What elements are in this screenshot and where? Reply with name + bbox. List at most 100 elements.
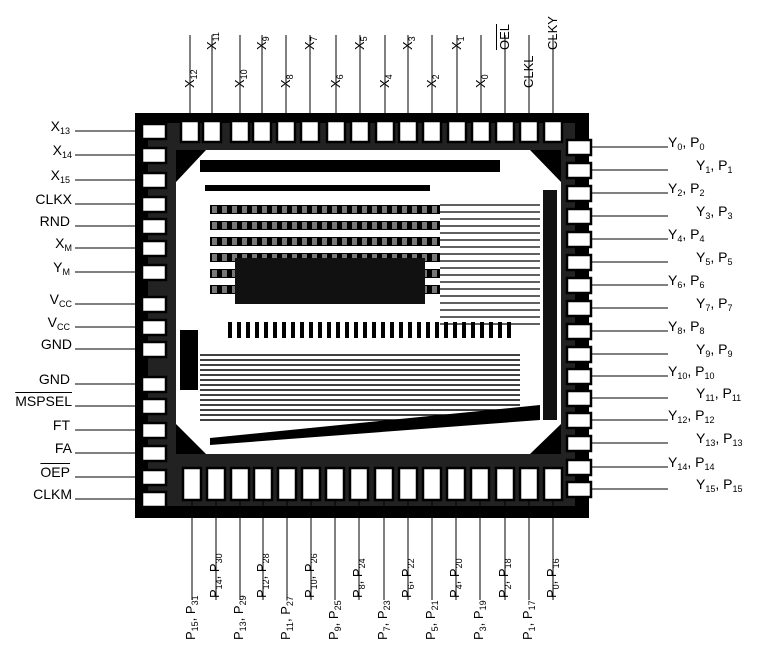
array-block [235, 258, 425, 304]
pin-label-bottom: P11, P27 [278, 596, 295, 640]
array-cell [392, 254, 397, 261]
array-cell [432, 238, 437, 245]
pin-label-top: X2 [424, 74, 441, 88]
bond-pad [565, 184, 593, 203]
array-cell [222, 286, 227, 293]
pin-label-left: YM [53, 259, 70, 277]
array-cell [412, 222, 417, 229]
array-cell [212, 254, 217, 261]
corner-bus-br [530, 424, 561, 454]
bond-pad [565, 411, 593, 430]
bond-pad [179, 119, 201, 144]
pin-label-left: CLKM [33, 486, 72, 502]
register-cell [309, 322, 313, 338]
pin-label-right: Y0, P0 [668, 134, 705, 152]
bond-pad [140, 171, 168, 190]
array-cell [212, 270, 217, 277]
pin-label-right: Y3, P3 [696, 203, 733, 221]
array-cell [282, 254, 287, 261]
array-cell [392, 222, 397, 229]
array-cell [242, 206, 247, 213]
array-cell [322, 254, 327, 261]
register-cell [390, 322, 394, 338]
array-cell [242, 254, 247, 261]
register-cell [417, 322, 421, 338]
register-cell [327, 322, 331, 338]
bond-pad [229, 466, 251, 502]
array-cell [362, 254, 367, 261]
right-driver [543, 190, 557, 420]
bond-pad [565, 367, 593, 386]
pin-label-top: X8 [278, 74, 295, 88]
bond-pad [140, 490, 168, 509]
array-cell [402, 254, 407, 261]
bond-pad [565, 480, 593, 499]
register-cell [264, 322, 268, 338]
bond-pad [324, 466, 346, 502]
bond-pad [542, 119, 564, 144]
bond-pad [140, 295, 168, 314]
pin-label-left: MSPSEL [15, 393, 72, 409]
array-cell [432, 254, 437, 261]
array-cell [272, 254, 277, 261]
pin-label-top: OEL [497, 23, 512, 50]
array-cell [302, 206, 307, 213]
pin-label-bottom: P9, P25 [326, 600, 343, 640]
corner-bus-bl [176, 424, 206, 454]
register-cell [300, 322, 304, 338]
array-cell [282, 222, 287, 229]
register-cell [507, 322, 511, 338]
pin-label-left: CLKX [35, 191, 72, 207]
corner-bus-tr [530, 150, 561, 182]
bond-pad [469, 466, 491, 502]
array-cell [242, 222, 247, 229]
register-cell [345, 322, 349, 338]
register-cell [291, 322, 295, 338]
array-cell [382, 238, 387, 245]
array-cell [252, 222, 257, 229]
array-cell [222, 254, 227, 261]
array-cell [362, 222, 367, 229]
register-cell [480, 322, 484, 338]
array-cell [292, 254, 297, 261]
pin-label-left: GND [40, 336, 72, 352]
array-cell [412, 238, 417, 245]
pin-label-bottom: P2, P18 [496, 558, 513, 598]
register-cell [228, 322, 232, 338]
bond-pad [494, 466, 516, 502]
bond-pad [565, 161, 593, 180]
array-cell [322, 222, 327, 229]
array-cell [232, 206, 237, 213]
pin-label-top: X0 [473, 74, 490, 88]
array-cell [302, 238, 307, 245]
pin-label-left: GND [38, 371, 70, 387]
pin-label-left: XM [55, 235, 72, 253]
pin-label-right: Y9, P9 [696, 341, 733, 359]
array-cell [332, 222, 337, 229]
pin-label-bottom: P8, P24 [350, 558, 367, 598]
bond-pad [470, 119, 492, 144]
pin-label-right: Y6, P6 [668, 272, 705, 290]
register-cell [354, 322, 358, 338]
bond-pad [373, 466, 395, 502]
array-cell [272, 222, 277, 229]
bond-pad [565, 230, 593, 249]
array-cell [272, 206, 277, 213]
register-cell [435, 322, 439, 338]
pin-label-left: FA [54, 440, 72, 456]
bond-pad [325, 119, 347, 144]
bond-pad [140, 239, 168, 258]
bond-pad [374, 119, 396, 144]
bond-pad [140, 468, 168, 487]
pin-label-bottom: P4, P20 [447, 558, 464, 598]
bond-pad [397, 119, 419, 144]
array-cell [312, 238, 317, 245]
bond-pad [565, 253, 593, 272]
register-cell [282, 322, 286, 338]
array-cell [432, 222, 437, 229]
array-cell [312, 254, 317, 261]
register-cell [237, 322, 241, 338]
pin-label-right: Y15, P15 [696, 476, 743, 494]
pin-label-left: X14 [52, 142, 72, 160]
array-cell [372, 254, 377, 261]
